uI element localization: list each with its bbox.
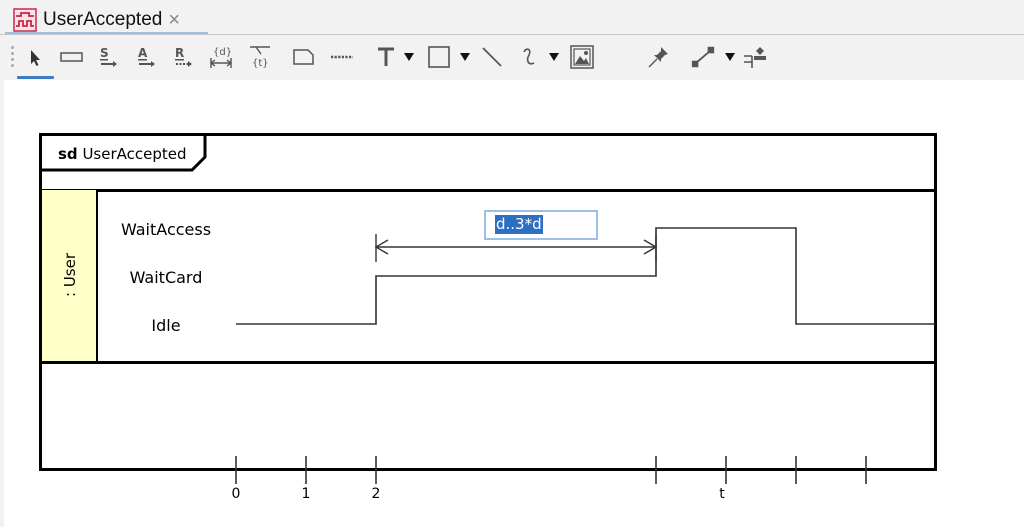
line-tool-button[interactable] <box>479 44 505 70</box>
dropdown-triangle-icon <box>460 53 470 61</box>
toolbar-grip-handle[interactable] <box>11 46 14 70</box>
active-tab-indicator <box>5 32 208 35</box>
state-message-icon: S <box>100 46 117 67</box>
svg-text:A: A <box>138 46 148 60</box>
align-tool-button[interactable] <box>742 44 768 70</box>
duration-constraint-arrow <box>374 234 658 262</box>
state-label-waitaccess[interactable]: WaitAccess <box>120 220 212 239</box>
state-tool-button[interactable]: S <box>96 44 122 70</box>
tick-label-1: 1 <box>301 486 311 502</box>
action-tool-button[interactable]: A <box>134 44 160 70</box>
selected-tool-indicator <box>17 76 54 79</box>
sequence-diagram-frame[interactable]: sd UserAccepted : User <box>39 133 937 471</box>
reply-tool-button[interactable]: R <box>171 44 197 70</box>
dropdown-triangle-icon <box>725 53 735 61</box>
time-axis-ticks <box>235 456 867 484</box>
lifeline-bottom-divider <box>42 361 934 364</box>
lifeline-user[interactable]: : User <box>42 190 98 361</box>
duration-constraint-text[interactable]: d..3*d <box>495 215 543 234</box>
frame-name-tag <box>42 136 207 172</box>
duration-constraint-icon: {d} <box>209 47 233 68</box>
duration-constraint-tool-button[interactable]: {d} <box>208 44 234 70</box>
state-timeline <box>236 227 935 325</box>
image-icon <box>570 45 594 69</box>
select-tool-button[interactable] <box>22 44 48 70</box>
align-icon <box>744 47 766 68</box>
freehand-tool-button[interactable] <box>516 44 542 70</box>
tab-user-accepted[interactable]: UserAccepted × <box>7 4 180 36</box>
connector-tool-dropdown[interactable] <box>722 44 738 70</box>
note-link-tool-button[interactable] <box>329 44 355 70</box>
rectangle-tool-dropdown[interactable] <box>457 44 473 70</box>
text-icon <box>378 47 394 66</box>
tick-label-t: t <box>719 486 725 502</box>
tab-label: UserAccepted <box>43 9 163 30</box>
pin-icon <box>648 47 668 68</box>
dropdown-triangle-icon <box>549 53 559 61</box>
tab-bar-divider <box>0 34 1024 35</box>
freehand-tool-dropdown[interactable] <box>546 44 562 70</box>
svg-text:S: S <box>100 46 109 60</box>
connector-tool-button[interactable] <box>690 44 716 70</box>
svg-text:{d}: {d} <box>213 47 232 58</box>
tab-bar: UserAccepted × <box>0 0 1024 36</box>
text-tool-button[interactable] <box>373 44 399 70</box>
lifeline-tool-button[interactable] <box>59 44 85 70</box>
squiggle-icon <box>523 48 535 65</box>
image-tool-button[interactable] <box>569 44 595 70</box>
time-constraint-tool-button[interactable]: {t} <box>247 44 273 70</box>
arrow-pointer-icon <box>31 50 40 66</box>
frame-header-divider <box>42 189 934 192</box>
tick-label-0: 0 <box>231 486 241 502</box>
connector-icon <box>691 46 715 68</box>
state-label-idle[interactable]: Idle <box>151 316 181 335</box>
duration-constraint-editor[interactable]: d..3*d <box>484 210 598 240</box>
dashed-line-icon <box>331 55 353 59</box>
dropdown-triangle-icon <box>404 53 414 61</box>
svg-text:{t}: {t} <box>252 58 269 69</box>
frame-name: UserAccepted <box>82 145 187 163</box>
state-label-waitcard[interactable]: WaitCard <box>129 268 203 287</box>
frame-keyword: sd <box>58 145 78 163</box>
pin-tool-button[interactable] <box>646 44 672 70</box>
action-message-icon: A <box>138 46 155 67</box>
frame-title: sd UserAccepted <box>58 145 187 163</box>
tick-label-2: 2 <box>371 486 381 502</box>
note-tool-button[interactable] <box>291 44 317 70</box>
close-icon[interactable]: × <box>168 8 181 31</box>
reply-message-icon: R <box>175 46 192 67</box>
palette-toolbar: S A R {d} {t} <box>0 36 1024 80</box>
text-tool-dropdown[interactable] <box>401 44 417 70</box>
svg-text:R: R <box>175 46 184 60</box>
square-icon <box>428 46 450 68</box>
note-icon <box>293 49 314 65</box>
rectangle-tool-button[interactable] <box>426 44 452 70</box>
rectangle-lifeline-icon <box>60 52 83 62</box>
diagonal-line-icon <box>482 47 502 67</box>
time-constraint-icon: {t} <box>250 46 270 69</box>
timing-diagram-icon <box>13 8 37 32</box>
